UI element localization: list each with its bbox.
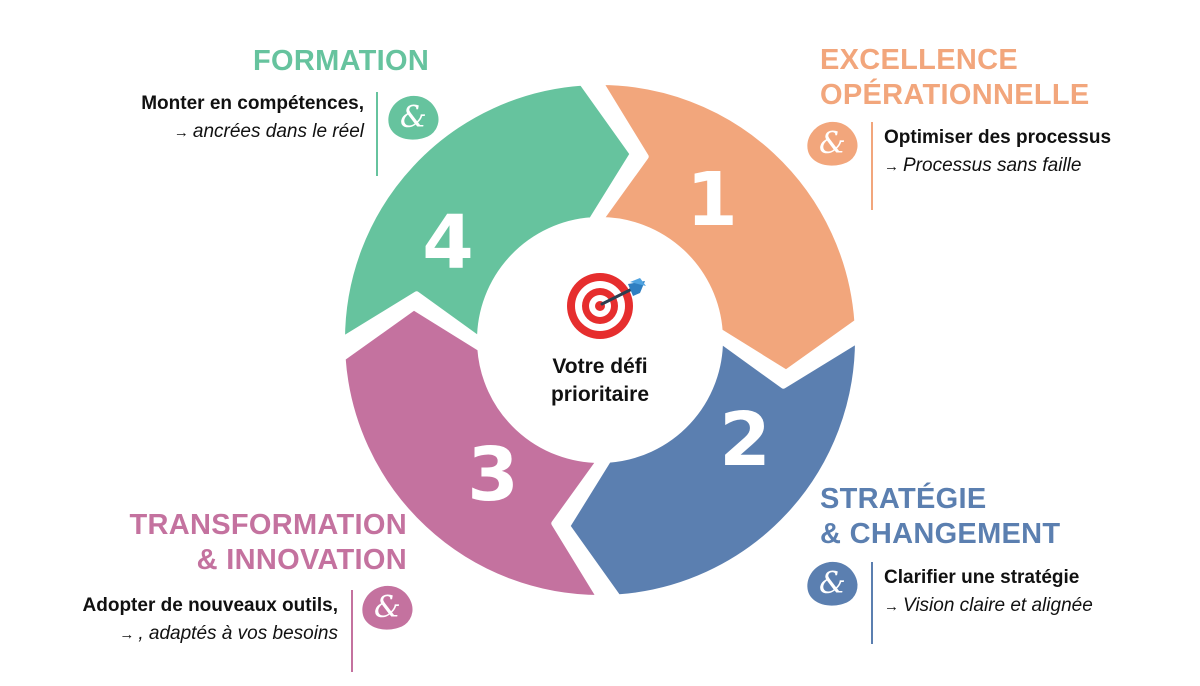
segment-1-number: 1	[686, 157, 738, 243]
arrow-icon: →	[884, 598, 899, 615]
excellence-divider	[871, 122, 873, 210]
formation-subtext: ancrées dans le réel	[192, 121, 364, 142]
segment-4-formation	[339, 79, 636, 343]
excellence-title: EXCELLENCE OPÉRATIONNELLE	[820, 43, 1090, 113]
arrow-icon: →	[173, 124, 189, 141]
excellence-heading: Optimiser des processus	[884, 127, 1112, 148]
strategie-subtext-line: →Vision claire et alignée	[884, 592, 1093, 621]
arrow-icon: →	[119, 626, 135, 643]
segment-2-strategie	[564, 337, 861, 601]
excellence-subtext-line: →Processus sans faille	[884, 152, 1111, 181]
segment-3-number: 3	[467, 432, 519, 518]
strategie-divider	[871, 562, 873, 644]
center-hub	[490, 230, 710, 450]
formation-title-line1: FORMATION	[253, 45, 430, 77]
strategie-subtext: Vision claire et alignée	[903, 595, 1093, 616]
ampersand-glyph: &	[373, 590, 401, 625]
transformation-description: Adopter de nouveaux outils, →, adaptés à…	[83, 592, 338, 649]
strategie-title-line1: STRATÉGIE	[820, 483, 987, 515]
formation-description: Monter en compétences, →ancrées dans le …	[141, 90, 364, 147]
target-dart-icon	[567, 273, 646, 339]
formation-divider	[376, 92, 378, 176]
transformation-title-line1: TRANSFORMATION	[129, 509, 407, 541]
transformation-heading: Adopter de nouveaux outils,	[82, 595, 338, 616]
segment-2-number: 2	[719, 397, 771, 483]
excellence-title-line2: OPÉRATIONNELLE	[820, 79, 1090, 111]
excellence-description: Optimiser des processus →Processus sans …	[884, 124, 1111, 181]
arrow-icon: →	[884, 158, 899, 175]
transformation-title-line2: & INNOVATION	[196, 544, 407, 576]
strategie-title-line2: & CHANGEMENT	[820, 518, 1061, 550]
center-label-line2: prioritaire	[551, 383, 649, 406]
transformation-subtext: , adaptés à vos besoins	[138, 623, 338, 644]
strategie-title: STRATÉGIE & CHANGEMENT	[820, 482, 1060, 552]
transformation-divider	[351, 590, 353, 672]
formation-title: FORMATION	[253, 44, 429, 79]
ampersand-glyph: &	[818, 126, 846, 161]
formation-subtext-line: →ancrées dans le réel	[141, 118, 364, 147]
ampersand-glyph: &	[399, 100, 427, 135]
center-label-line1: Votre défi	[552, 355, 647, 378]
formation-heading: Monter en compétences,	[141, 93, 364, 114]
strategie-description: Clarifier une stratégie →Vision claire e…	[884, 564, 1093, 621]
strategie-heading: Clarifier une stratégie	[884, 567, 1080, 588]
excellence-title-line1: EXCELLENCE	[820, 44, 1018, 76]
transformation-subtext-line: →, adaptés à vos besoins	[83, 620, 338, 649]
segment-4-number: 4	[422, 200, 474, 286]
excellence-subtext: Processus sans faille	[903, 155, 1082, 176]
segment-1-excellence	[597, 79, 861, 376]
ampersand-glyph: &	[818, 566, 846, 601]
transformation-title: TRANSFORMATION & INNOVATION	[129, 508, 407, 578]
segment-3-transformation	[339, 304, 603, 601]
